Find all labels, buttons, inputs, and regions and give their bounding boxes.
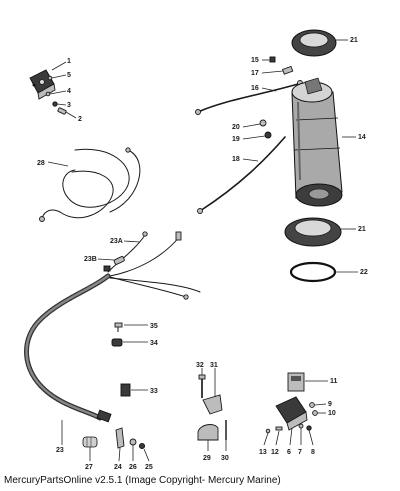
callout-26: 26: [129, 464, 137, 471]
callout-6: 6: [287, 449, 291, 456]
callout-5: 5: [67, 72, 71, 79]
callout-23b: 23B: [84, 256, 97, 263]
part-15-screw: [269, 56, 276, 63]
part-22-o-ring: [289, 261, 337, 283]
part-17-terminal: [281, 65, 294, 75]
part-16-cable: [195, 80, 303, 115]
callout-31: 31: [210, 362, 218, 369]
part-19-washer: [264, 131, 272, 139]
callout-29: 29: [203, 455, 211, 462]
part-7-washer: [298, 423, 304, 429]
callout-7: 7: [298, 449, 302, 456]
part-28-wire-coil: [39, 147, 141, 222]
callout-16: 16: [251, 85, 259, 92]
part-6-switch-housing: [275, 396, 308, 431]
callout-11: 11: [330, 378, 338, 385]
part-14-starter-motor: [291, 77, 343, 207]
part-5-washer: [47, 75, 53, 81]
part-9-nut: [309, 402, 315, 408]
part-21-collar-top: [291, 29, 337, 57]
callout-30: 30: [221, 455, 229, 462]
callout-12: 12: [271, 449, 279, 456]
callout-13: 13: [259, 449, 267, 456]
callout-28: 28: [37, 160, 45, 167]
part-23b-connector: [103, 256, 125, 272]
callout-9: 9: [328, 401, 332, 408]
part-10-washer: [312, 410, 318, 416]
part-33-plate: [120, 383, 131, 397]
part-27-sleeve: [82, 436, 98, 448]
callout-23a: 23A: [110, 238, 123, 245]
callout-10: 10: [328, 410, 336, 417]
part-3-nut: [52, 101, 58, 107]
callout-14: 14: [358, 134, 366, 141]
callout-34: 34: [150, 340, 158, 347]
callout-24: 24: [114, 464, 122, 471]
copyright-caption: MercuryPartsOnline v2.5.1 (Image Copyrig…: [4, 475, 281, 486]
callout-35: 35: [150, 323, 158, 330]
part-29-clamp: [197, 424, 219, 441]
callout-15: 15: [251, 57, 259, 64]
part-34-clip: [111, 338, 123, 347]
callout-21-top: 21: [350, 37, 358, 44]
callout-23: 23: [56, 447, 64, 454]
callout-1: 1: [67, 58, 71, 65]
callout-3: 3: [67, 102, 71, 109]
part-13-washer: [265, 428, 271, 434]
part-25-nut: [138, 442, 146, 450]
part-20-nut: [259, 119, 267, 127]
part-23-main-harness: [24, 273, 201, 423]
part-24-terminal: [115, 427, 125, 449]
part-23a-wire: [107, 231, 182, 277]
part-32-bolt: [198, 374, 206, 398]
callout-20: 20: [232, 124, 240, 131]
callout-2: 2: [78, 116, 82, 123]
callout-8: 8: [311, 449, 315, 456]
part-4-washer: [45, 91, 51, 97]
part-2-screw: [57, 107, 67, 115]
callout-27: 27: [85, 464, 93, 471]
callout-32: 32: [196, 362, 204, 369]
part-11-terminal-block: [287, 372, 305, 392]
callout-21-bottom: 21: [358, 226, 366, 233]
callout-25: 25: [145, 464, 153, 471]
callout-4: 4: [67, 88, 71, 95]
callout-18: 18: [232, 156, 240, 163]
part-12-screw: [275, 426, 283, 431]
part-35-screw: [114, 322, 123, 332]
part-1-relay: [29, 69, 56, 100]
part-8-nut: [306, 425, 312, 431]
part-21-collar-bottom: [284, 217, 342, 247]
part-18-cable: [197, 136, 286, 214]
callout-17: 17: [251, 70, 259, 77]
part-31-bracket: [202, 394, 223, 415]
callout-22: 22: [360, 269, 368, 276]
callout-33: 33: [150, 388, 158, 395]
callout-19: 19: [232, 136, 240, 143]
part-26-washer: [129, 438, 137, 446]
